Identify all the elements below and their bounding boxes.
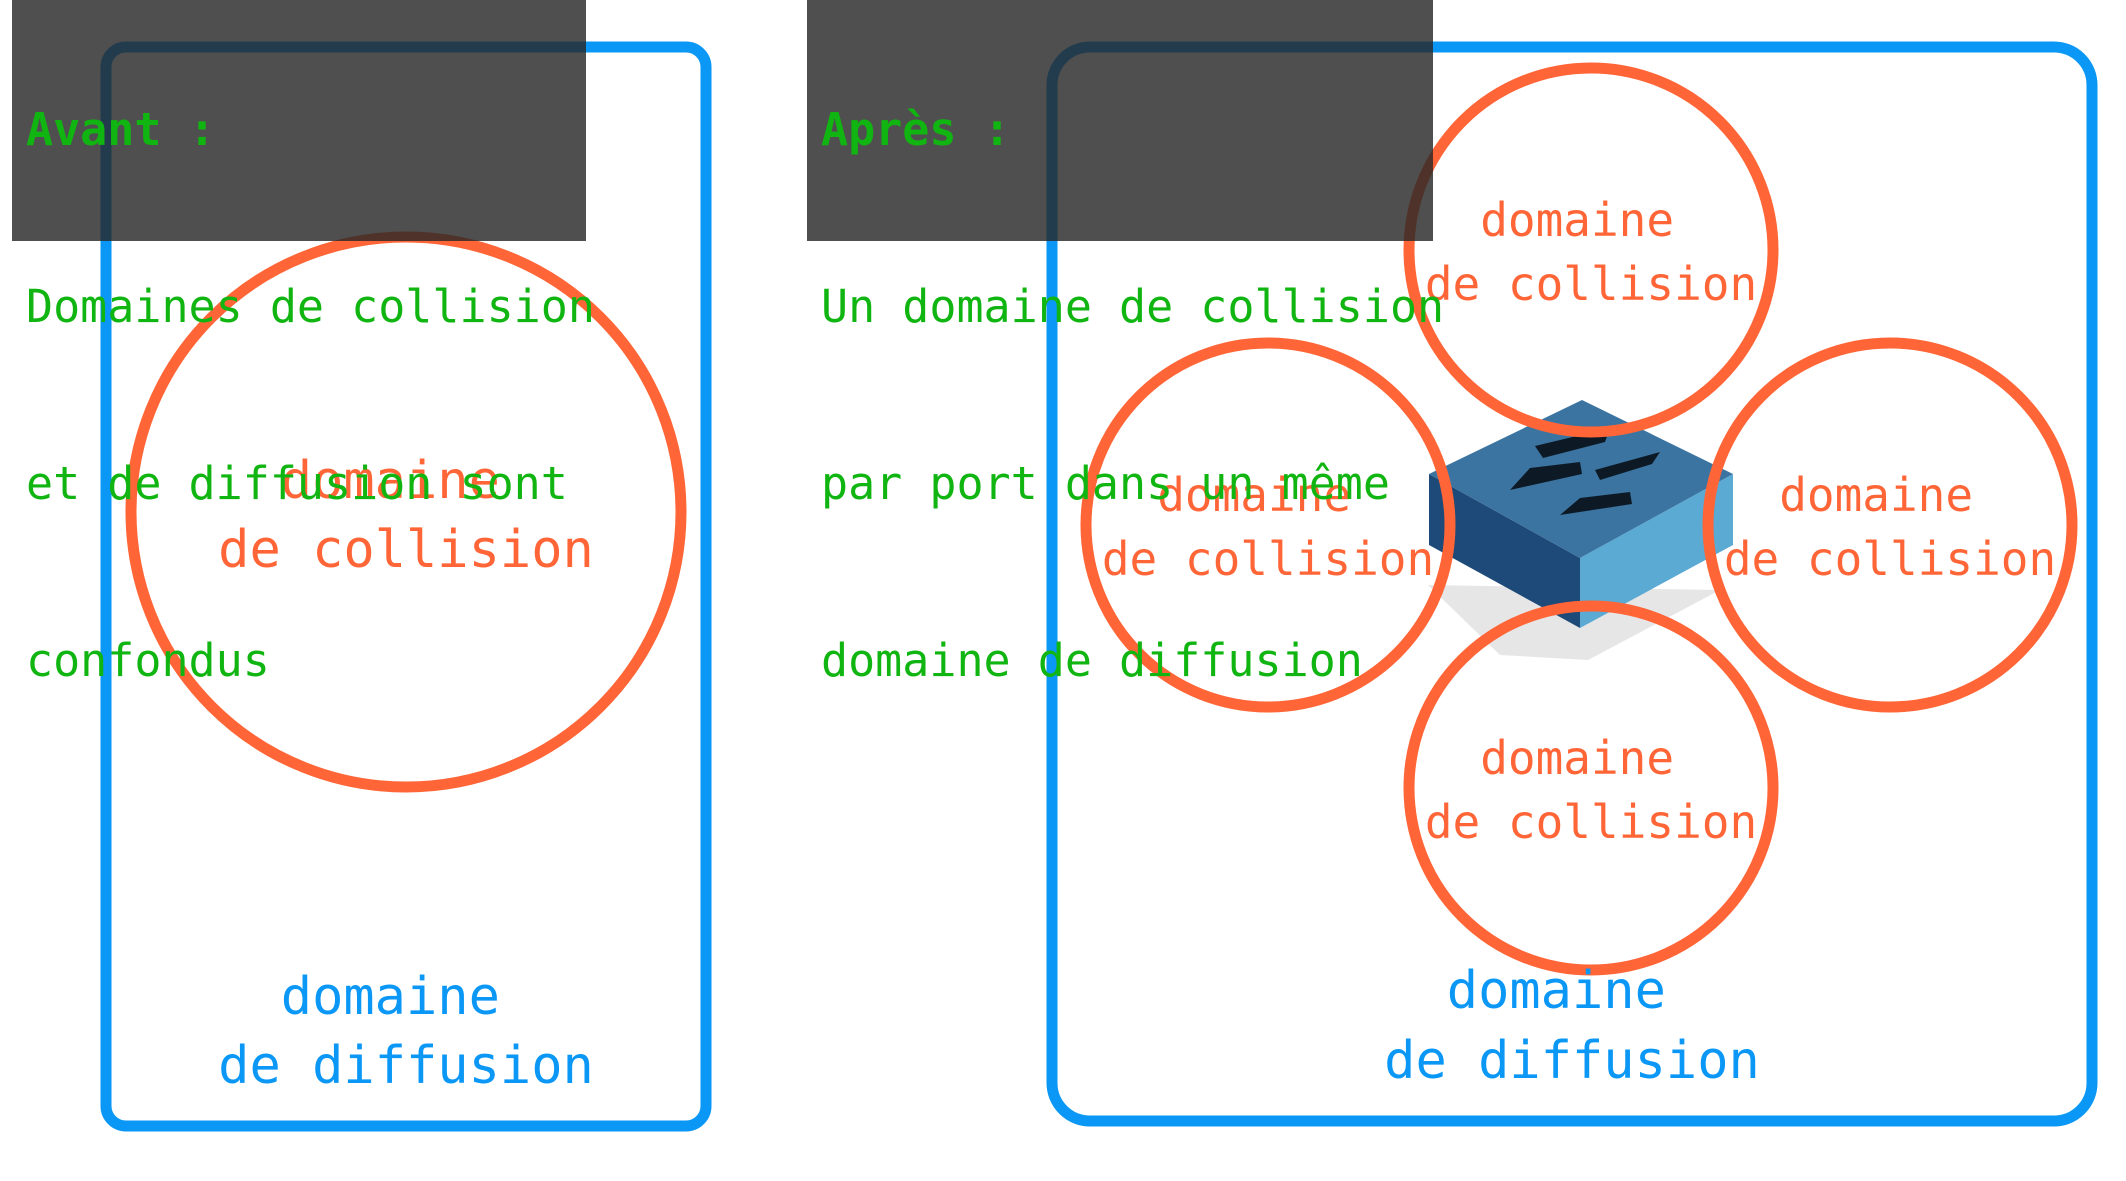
switch-arrow — [1595, 452, 1660, 480]
after-collision-domain-circle-left — [1080, 337, 1456, 713]
before-caption-line: confondus — [26, 634, 270, 687]
switch-arrows — [1510, 428, 1660, 515]
after-broadcast-label-line2: de diffusion — [1384, 1031, 1760, 1091]
before-caption-line: et de diffusion sont — [26, 457, 568, 510]
after-collision-domain-label-top: domaine de collision — [1425, 193, 1757, 311]
before-broadcast-label-line2: de diffusion — [218, 1036, 594, 1096]
after-broadcast-label-line1: domaine — [1447, 961, 1666, 1021]
before-broadcast-domain-label: domaine de diffusion — [218, 967, 594, 1096]
after-collision-top-line2: de collision — [1425, 257, 1757, 311]
switch-arrow — [1560, 492, 1632, 515]
after-caption-line: domaine de diffusion — [821, 634, 1363, 687]
after-collision-domain-circle-right — [1702, 337, 2078, 713]
after-broadcast-domain-box — [1046, 41, 2098, 1127]
before-caption-line: Domaines de collision — [26, 280, 595, 333]
switch-arrow — [1510, 462, 1582, 490]
before-collision-domain-label: domaine de collision — [218, 451, 594, 580]
after-collision-left-line2: de collision — [1102, 532, 1434, 586]
after-collision-domain-circle-top — [1403, 62, 1779, 438]
after-caption-line: Un domaine de collision — [821, 280, 1445, 333]
after-collision-bottom-line1: domaine — [1480, 731, 1674, 785]
before-broadcast-label-line1: domaine — [281, 967, 500, 1027]
before-collision-label-line1: domaine — [281, 451, 500, 511]
after-collision-domain-label-right: domaine de collision — [1724, 468, 2056, 586]
after-collision-domain-label-left: domaine de collision — [1102, 468, 1434, 586]
after-collision-left-line1: domaine — [1157, 468, 1351, 522]
after-broadcast-domain-label: domaine de diffusion — [1384, 961, 1760, 1091]
after-caption-box: Après : Un domaine de collision par port… — [807, 0, 1444, 687]
after-collision-top-line1: domaine — [1480, 193, 1674, 247]
after-collision-domain-circle-bottom — [1403, 600, 1779, 976]
after-collision-right-line1: domaine — [1779, 468, 1973, 522]
after-collision-domain-label-bottom: domaine de collision — [1425, 731, 1757, 849]
after-collision-right-line2: de collision — [1724, 532, 2056, 586]
after-collision-bottom-line2: de collision — [1425, 795, 1757, 849]
network-switch-icon — [1428, 400, 1733, 660]
before-caption-heading: Avant : — [26, 103, 216, 156]
after-caption-heading: Après : — [821, 103, 1011, 156]
switch-right-face — [1580, 474, 1733, 628]
switch-left-face — [1429, 474, 1580, 628]
before-caption-box: Avant : Domaines de collision et de diff… — [12, 0, 595, 687]
switch-top-face — [1429, 400, 1733, 558]
before-collision-label-line2: de collision — [218, 520, 594, 580]
after-caption-line: par port dans un même — [821, 457, 1390, 510]
